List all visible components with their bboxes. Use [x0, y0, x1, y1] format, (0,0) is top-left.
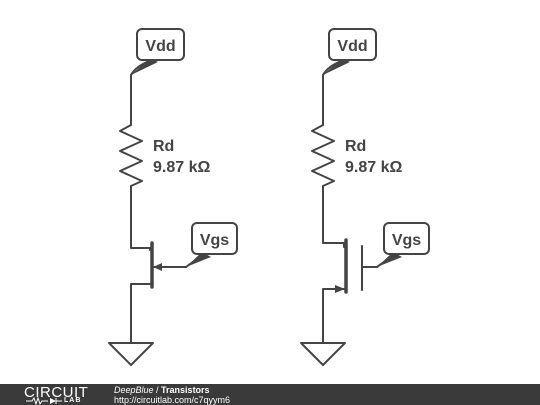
logo-circuit-glyph-icon	[26, 397, 62, 405]
right-resistor-rd[interactable]	[311, 124, 335, 187]
right-circuit: Vdd Vgs Rd 9.87 kΩ	[300, 28, 430, 366]
author-link[interactable]: DeepBlue	[114, 385, 154, 395]
circuitlab-logo-subtext: LAB	[64, 397, 82, 404]
footer-bar: CIRCUIT LAB DeepBlue / Transistors http:…	[0, 384, 540, 405]
left-circuit: Vdd Vgs Rd 9.87 kΩ	[108, 28, 238, 366]
left-drain-wire	[130, 185, 151, 251]
left-gate-arrow	[153, 263, 162, 271]
right-source-arrow	[335, 285, 345, 293]
right-vdd-text: Vdd	[337, 38, 367, 55]
left-vgs-label-tag[interactable]: Vgs	[185, 222, 238, 268]
right-drain-wire	[322, 185, 345, 248]
breadcrumb-separator: /	[153, 385, 162, 395]
right-resistor-name: Rd	[345, 138, 366, 155]
project-url[interactable]: http://circuitlab.com/c7qyym6	[114, 395, 231, 405]
right-resistor-value: 9.87 kΩ	[345, 159, 402, 176]
project-title[interactable]: Transistors	[161, 385, 210, 395]
left-ground-icon[interactable]	[108, 342, 154, 366]
right-vdd-label-tag[interactable]: Vdd	[322, 28, 377, 76]
left-vdd-label-tag[interactable]: Vdd	[130, 28, 185, 76]
left-resistor-value: 9.87 kΩ	[153, 159, 210, 176]
left-resistor-rd[interactable]	[119, 124, 143, 187]
right-vgs-text: Vgs	[392, 232, 421, 249]
right-ground-icon[interactable]	[300, 342, 346, 366]
left-vdd-text: Vdd	[145, 38, 175, 55]
left-source-wire	[130, 283, 151, 344]
left-resistor-name: Rd	[153, 138, 174, 155]
project-breadcrumb: DeepBlue / Transistors	[114, 385, 210, 395]
right-source-wire	[322, 288, 345, 344]
left-vgs-text: Vgs	[200, 232, 229, 249]
right-vgs-label-tag[interactable]: Vgs	[376, 222, 430, 268]
circuitlab-logo[interactable]: CIRCUIT	[24, 384, 89, 401]
schematic-canvas: Vdd Vgs Rd 9.87 kΩ	[108, 28, 430, 366]
